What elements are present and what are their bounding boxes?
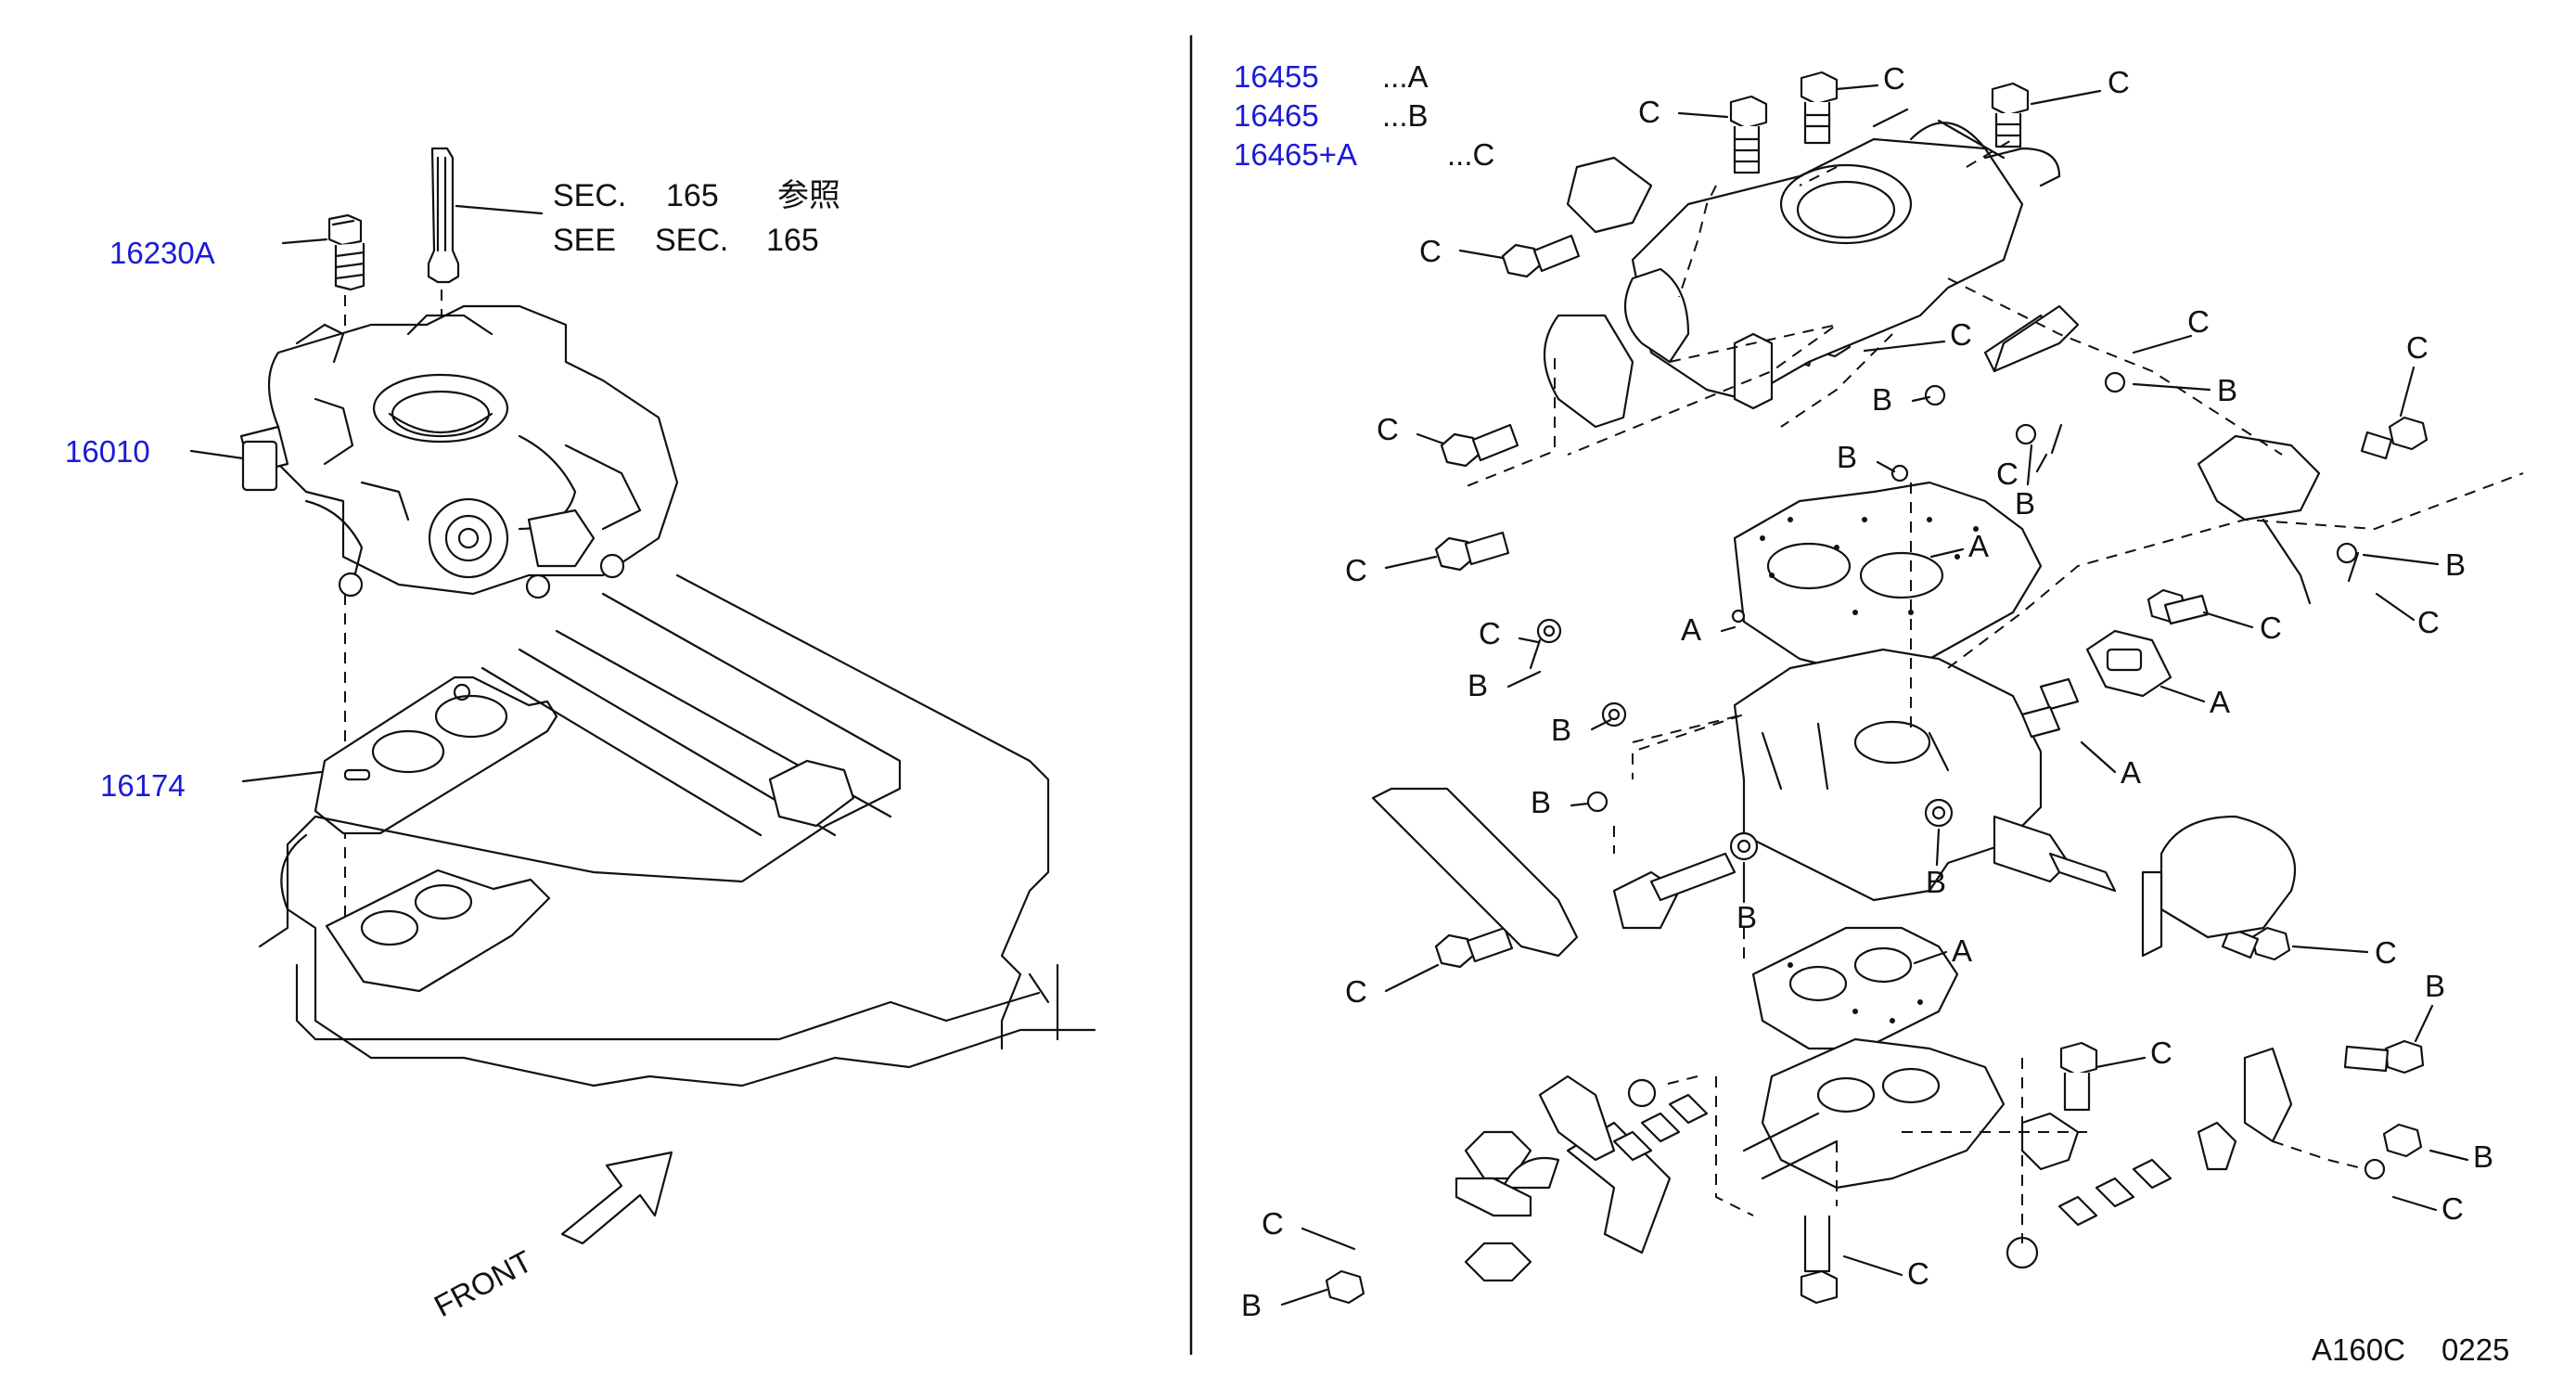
top-bolts [1434, 71, 2429, 1305]
svg-text:B: B [1872, 382, 1892, 417]
svg-text:B: B [2217, 373, 2237, 407]
legend-part-no-1[interactable]: 16455 [1234, 59, 1319, 94]
svg-text:C: C [1996, 457, 2019, 491]
svg-text:A: A [2121, 755, 2141, 790]
svg-text:C: C [1345, 553, 1367, 587]
diagram-revision: 0225 [2441, 1332, 2509, 1367]
legend: 16455 ...A 16465 ...B 16465+A ...C [1234, 59, 1494, 172]
svg-text:A: A [1968, 529, 1989, 563]
gasket-a-upper [1733, 481, 2043, 679]
legend-part-no-3[interactable]: 16465+A [1234, 137, 1357, 172]
svg-text:165: 165 [666, 178, 719, 213]
part-number-bolt[interactable]: 16230A [109, 236, 215, 270]
svg-text:B: B [1737, 900, 1757, 934]
svg-text:B: B [1837, 440, 1857, 474]
svg-text:C: C [2260, 611, 2282, 645]
callouts: C C C C C C C C C C C C C C [1241, 61, 2493, 1322]
svg-text:C: C [2150, 1036, 2172, 1070]
svg-text:B: B [2473, 1139, 2493, 1174]
svg-text:B: B [1531, 785, 1551, 819]
svg-text:A: A [1952, 933, 1972, 968]
svg-text:C: C [1345, 974, 1367, 1009]
svg-text:B: B [2445, 547, 2466, 582]
engine-manifold [258, 573, 1096, 1087]
left-panel: 16230A 16010 16174 SEC. 165 参照 SEE SEC. … [65, 147, 1096, 1323]
svg-text:C: C [2417, 605, 2440, 639]
linkage-right [1983, 304, 2423, 1269]
front-label: FRONT [429, 1243, 538, 1323]
bolt-16230a [327, 213, 365, 291]
right-panel: 16455 ...A 16465 ...B 16465+A ...C [1234, 59, 2524, 1367]
svg-text:C: C [2406, 330, 2429, 365]
legend-part-no-2[interactable]: 16465 [1234, 98, 1319, 133]
gasket-a-lower [1751, 926, 1959, 1050]
linkage-left [1325, 787, 2117, 1305]
svg-text:A: A [2210, 685, 2230, 719]
legend-code-2: ...B [1382, 98, 1429, 133]
svg-text:SEC.: SEC. [553, 178, 626, 213]
legend-code-1: ...A [1382, 59, 1429, 94]
part-number-gasket[interactable]: 16174 [100, 768, 186, 803]
svg-text:C: C [1907, 1256, 1929, 1291]
svg-text:C: C [2108, 65, 2130, 99]
throttle-base-plate [1742, 1037, 2080, 1190]
see-section-note: SEC. 165 参照 SEE SEC. 165 [553, 178, 840, 258]
gasket-16174 [314, 676, 558, 835]
svg-text:B: B [1551, 713, 1571, 747]
svg-text:C: C [1883, 61, 1905, 96]
svg-text:C: C [2375, 935, 2397, 970]
svg-text:C: C [1479, 616, 1501, 650]
front-arrow [560, 1151, 673, 1245]
svg-text:SEE: SEE [553, 223, 616, 258]
svg-text:165: 165 [766, 223, 819, 258]
sensor-rod [427, 147, 460, 284]
carburetor-main-body [1733, 629, 2172, 902]
svg-text:A: A [1681, 612, 1701, 647]
legend-code-3: ...C [1447, 137, 1494, 172]
svg-text:C: C [1638, 95, 1660, 129]
svg-text:B: B [2015, 486, 2035, 521]
svg-text:SEC.: SEC. [655, 223, 728, 258]
throttle-body-16010 [239, 304, 679, 599]
svg-text:C: C [1419, 234, 1442, 268]
svg-text:C: C [2187, 304, 2210, 339]
svg-text:C: C [1377, 412, 1399, 446]
svg-text:参照: 参照 [777, 178, 840, 213]
svg-text:B: B [2425, 969, 2445, 1003]
diagram-code: A160C [2312, 1332, 2405, 1367]
part-number-throttle-body[interactable]: 16010 [65, 434, 150, 469]
svg-text:B: B [1241, 1288, 1262, 1322]
svg-text:C: C [2441, 1191, 2464, 1226]
dashed-lines [1461, 138, 2524, 1243]
svg-text:C: C [1262, 1206, 1284, 1241]
svg-text:B: B [1926, 865, 1946, 899]
svg-text:C: C [1950, 317, 1972, 352]
svg-text:B: B [1467, 668, 1488, 702]
carburetor-top-cover [1544, 108, 2061, 429]
